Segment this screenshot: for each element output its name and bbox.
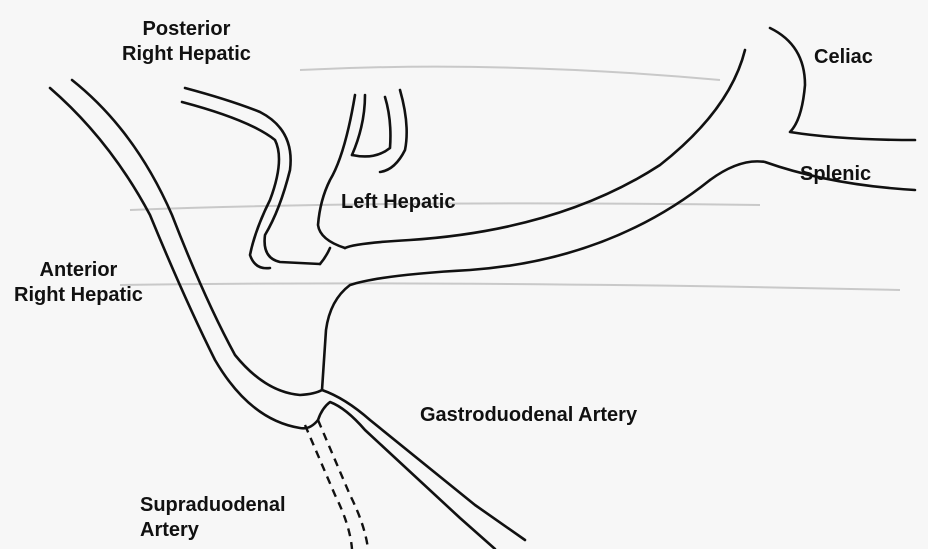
anterior-label-line1: Anterior [39, 259, 118, 281]
background-bleed-through [119, 65, 901, 291]
gastroduodenal-upper-wall [320, 388, 527, 542]
supraduodenal-label-line2: Artery [140, 519, 199, 541]
supraduodenal-artery-label: Supraduodenal Artery [140, 493, 286, 543]
posterior-right-hepatic-upper-wall [183, 86, 322, 266]
supraduodenal-left-wall [303, 424, 354, 549]
posterior-right-hepatic-label: Posterior Right Hepatic [122, 17, 251, 67]
common-hepatic-lower-wall [320, 178, 712, 392]
celiac-upper-wall [768, 26, 917, 142]
left-hepatic-outer-wall-2 [378, 88, 408, 174]
posterior-right-hepatic-lower-wall [180, 100, 281, 270]
anterior-label-line2: Right Hepatic [14, 284, 143, 306]
posterior-label-line1: Posterior [142, 18, 231, 40]
anterior-right-hepatic-outer-wall [48, 86, 320, 430]
left-hepatic-label: Left Hepatic [341, 191, 456, 213]
anterior-right-hepatic-inner-wall [70, 78, 324, 397]
posterior-label-line2: Right Hepatic [122, 43, 251, 65]
splenic-lower-wall [708, 160, 917, 192]
gastroduodenal-artery-label: Gastroduodenal Artery [420, 404, 638, 426]
celiac-label: Celiac [814, 46, 873, 68]
left-hepatic-inner-wall-1 [350, 93, 367, 157]
left-hepatic-inner-wall-2 [350, 95, 392, 158]
left-hepatic-outer-wall [316, 93, 357, 250]
posterior-right-hepatic-junction [318, 246, 332, 266]
supraduodenal-right-wall [316, 419, 370, 549]
anterior-right-hepatic-label: Anterior Right Hepatic [14, 258, 143, 308]
splenic-label: Splenic [800, 163, 872, 185]
supraduodenal-label-line1: Supraduodenal [140, 494, 286, 516]
common-hepatic-upper-wall [343, 48, 747, 250]
gastroduodenal-lower-wall [316, 400, 497, 549]
